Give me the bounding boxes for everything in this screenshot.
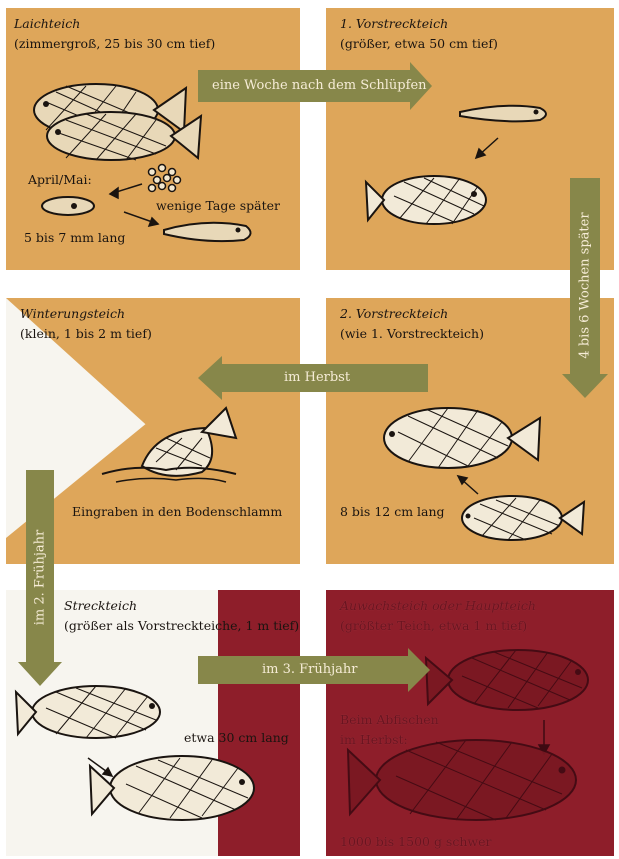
arrow-label-a3: im Herbst — [284, 370, 350, 385]
laichteich-illustration — [6, 8, 300, 270]
carp-icon — [366, 176, 486, 224]
arrow-label-a5: im 3. Frühjahr — [262, 662, 358, 677]
panel-vorstreckteich-2: 2. Vorstreckteich (wie 1. Vorstreckteich… — [326, 298, 614, 564]
arrow-label-a4: im 2. Frühjahr — [33, 520, 48, 636]
carp-icon — [462, 496, 584, 540]
carp-icon — [16, 686, 160, 738]
carp-icon — [90, 756, 254, 820]
abwachs-illustration — [326, 590, 614, 856]
arrow-icon — [458, 476, 478, 494]
panel-winterungsteich: Winterungsteich (klein, 1 bis 2 m tief) … — [6, 298, 300, 564]
panel-streckteich: Streckteich (größer als Vorstreckteiche,… — [6, 590, 300, 856]
arrow-icon — [476, 138, 498, 158]
streck-illustration — [6, 590, 300, 856]
egg-cluster-icon — [149, 165, 181, 192]
vorstreck1-illustration — [326, 8, 614, 270]
carp-icon — [384, 408, 540, 468]
vorstreck2-illustration — [326, 298, 614, 564]
panel-vorstreckteich-1: 1. Vorstreckteich (größer, etwa 50 cm ti… — [326, 8, 614, 270]
fry-icon — [164, 223, 251, 241]
carp-icon — [426, 650, 588, 710]
fry-icon — [42, 197, 94, 215]
carp-icon — [142, 408, 236, 476]
panel-abwachsteich: Auwachsteich oder Hauptteich (größter Te… — [326, 590, 614, 856]
winterung-illustration — [6, 298, 300, 564]
carp-icon — [348, 740, 576, 820]
arrow-label-a1: eine Woche nach dem Schlüpfen — [212, 78, 427, 93]
arrow-label-a2: 4 bis 6 Wochen später — [578, 201, 593, 371]
fry-icon — [460, 106, 546, 122]
panel-laichteich: Laichteich (zimmergroß, 25 bis 30 cm tie… — [6, 8, 300, 270]
